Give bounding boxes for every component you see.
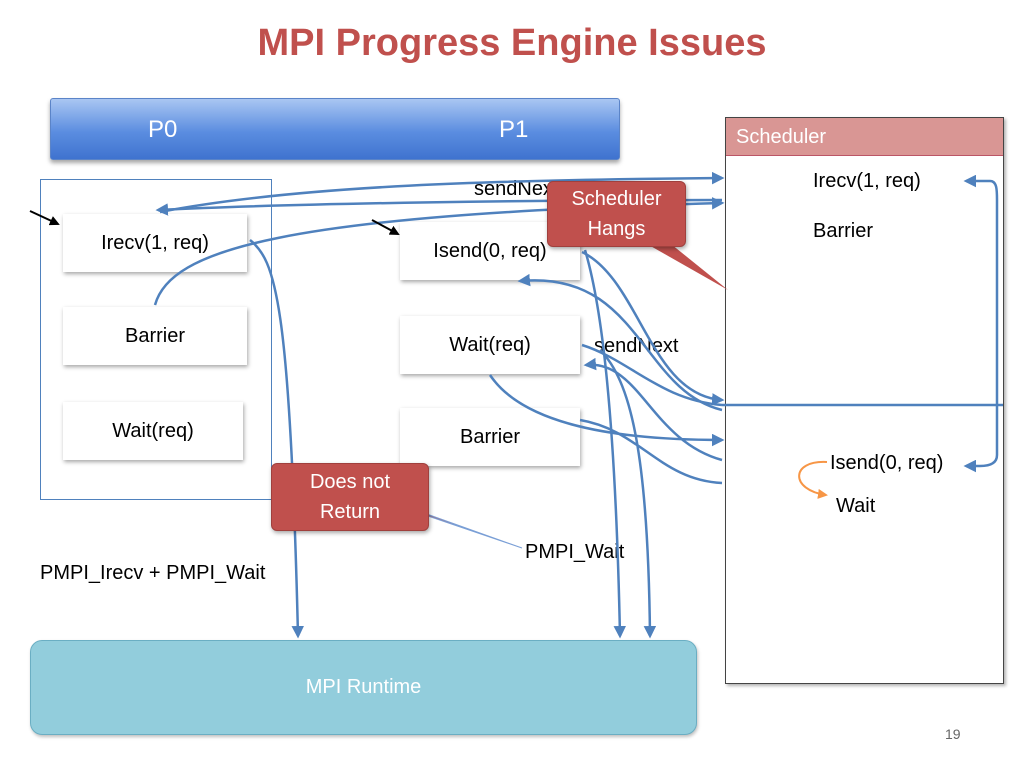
arrow-isend-to-scheduler: [581, 250, 725, 406]
process-label-p1: P1: [499, 116, 529, 143]
arrow-scheduler-to-wait: [583, 357, 723, 462]
callout-pointer-hangs: [640, 240, 728, 290]
process-label-p0: P0: [148, 116, 178, 143]
process-header-bar: [50, 98, 620, 160]
arrow-wait-to-runtime: [599, 349, 657, 639]
p0-irecv-card: Irecv(1, req): [63, 214, 247, 272]
mpi-runtime-label: MPI Runtime: [305, 676, 422, 698]
callout-scheduler-hangs: Scheduler Hangs: [547, 181, 686, 247]
pointer-arrow-p0: [29, 210, 60, 226]
page-number: 19: [945, 726, 961, 742]
arrow-barrier-curve: [579, 418, 723, 485]
callout-return-line1: Does not: [309, 471, 391, 493]
callout-return-line2: Return: [319, 501, 381, 523]
pointer-arrow-p1: [371, 219, 400, 235]
slide-title: MPI Progress Engine Issues: [257, 22, 767, 64]
scheduler-barrier: Barrier: [813, 220, 874, 242]
arrow-scheduler-to-isend: [517, 273, 723, 412]
callout-does-not-return: Does not Return: [271, 463, 429, 531]
scheduler-panel: Scheduler Irecv(1, req) Barrier Isend(0,…: [725, 117, 1004, 684]
scheduler-wait: Wait: [836, 495, 876, 517]
send-next-label-top: sendNext: [474, 178, 559, 200]
p0-wait-card: Wait(req): [63, 402, 243, 460]
p0-call-group: [40, 179, 272, 500]
scheduler-isend: Isend(0, req): [830, 452, 944, 474]
callout-hangs-line1: Scheduler: [571, 188, 662, 210]
arrow-irecv-to-runtime: [249, 239, 305, 639]
scheduler-title: Scheduler: [736, 126, 827, 148]
scheduler-header: [726, 118, 1003, 156]
arrow-wait-to-scheduler: [581, 343, 723, 407]
arrow-irecv-to-scheduler: [159, 171, 725, 214]
pmpi-irecv-wait-label: PMPI_Irecv + PMPI_Wait: [40, 562, 266, 584]
arrow-isend-to-runtime: [583, 249, 627, 639]
scheduler-self-arrow: [798, 460, 828, 499]
arrow-wait-curve: [488, 374, 725, 447]
p1-wait-card: Wait(req): [400, 316, 580, 374]
arrow-scheduler-irecv-isend-link: [963, 174, 999, 473]
pmpi-wait-label: PMPI_Wait: [525, 541, 625, 563]
p0-barrier-card: Barrier: [63, 307, 247, 365]
mpi-runtime-box: MPI Runtime: [30, 640, 697, 735]
scheduler-irecv: Irecv(1, req): [813, 170, 921, 192]
callout-hangs-line2: Hangs: [587, 218, 646, 240]
